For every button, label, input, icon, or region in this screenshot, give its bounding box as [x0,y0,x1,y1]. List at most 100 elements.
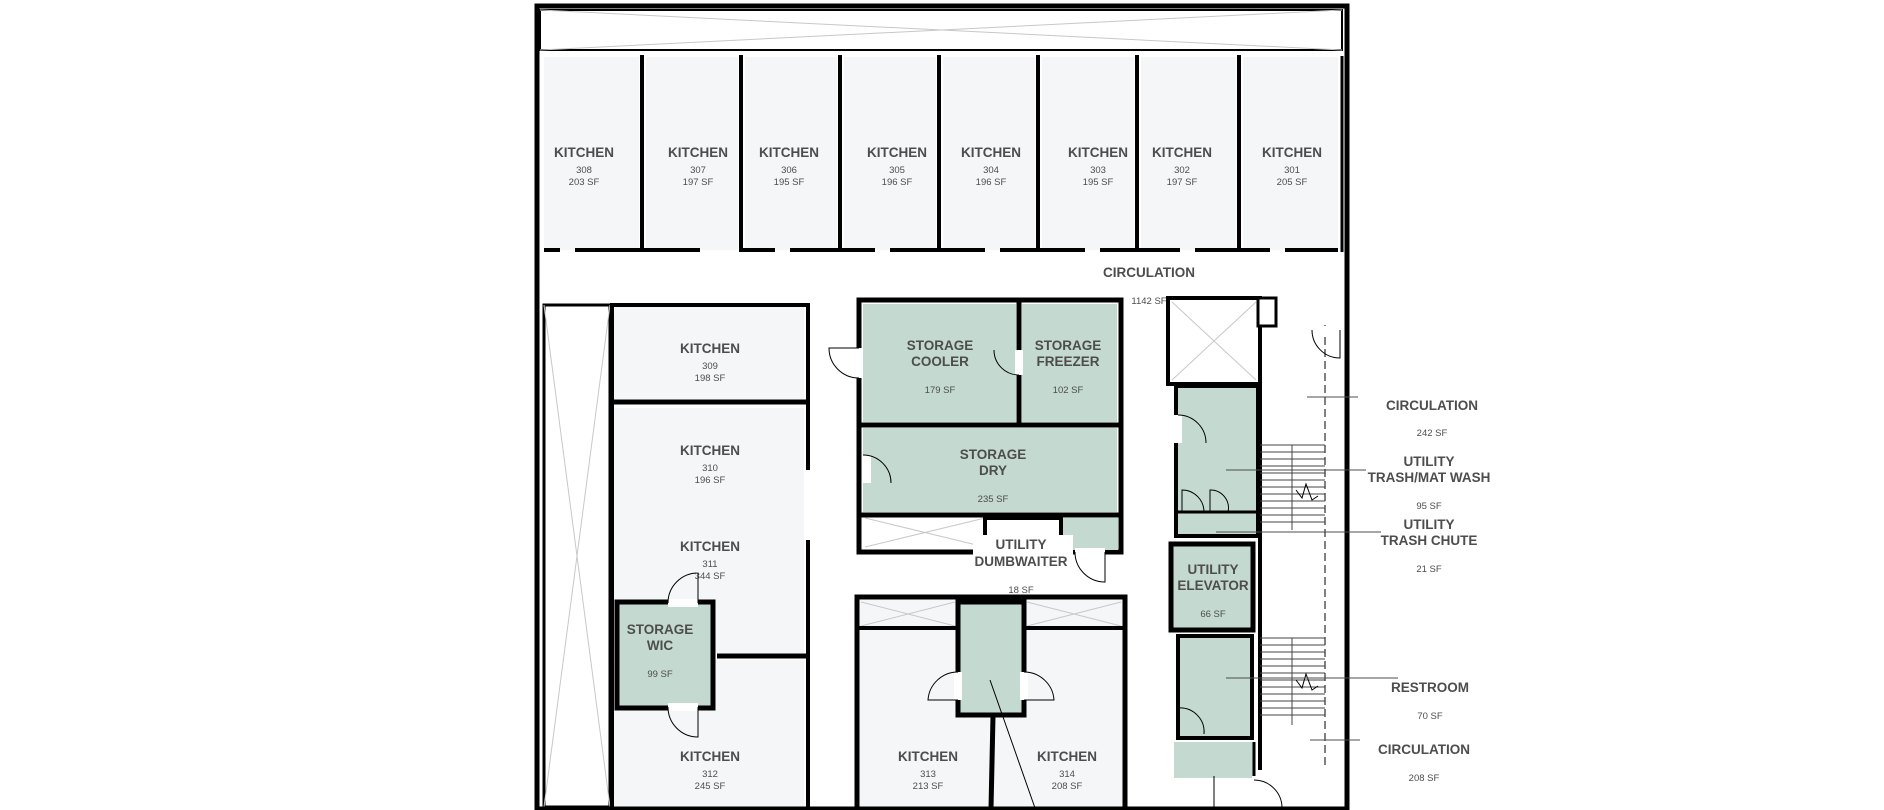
storage-wic-line1: STORAGE [627,622,694,637]
kitchen-308-room [544,57,639,250]
elevator-line2: ELEVATOR [1177,578,1249,593]
outer-walls [534,3,1350,810]
kitchen-area: 205 SF [1277,177,1308,188]
kitchen-number: 311 [702,559,717,570]
dumbwaiter-line2: DUMBWAITER [975,554,1068,569]
trash-mat-wash-line2: TRASH/MAT WASH [1368,470,1491,485]
kitchen-area: 196 SF [976,177,1007,188]
kitchen-name: KITCHEN [1068,145,1128,160]
kitchen-name: KITCHEN [680,749,740,764]
kitchen-name: KITCHEN [867,145,927,160]
kitchen-name: KITCHEN [961,145,1021,160]
kitchen-number: 314 [1059,769,1075,780]
kitchen-name: KITCHEN [898,749,958,764]
storage-wic-area: 99 SF [647,669,673,680]
left-void [542,303,612,809]
kitchen-301-room [1243,57,1338,250]
dumbwaiter-line1: UTILITY [996,537,1047,552]
kitchen-name: KITCHEN [554,145,614,160]
kitchen-name: KITCHEN [1037,749,1097,764]
kitchen-name: KITCHEN [1152,145,1212,160]
utility-elevator-label: UTILITY ELEVATOR 66 SF [1177,562,1249,620]
kitchen-area: 344 SF [695,571,726,582]
kitchen-name: KITCHEN [680,443,740,458]
restroom-area: 70 SF [1417,711,1443,722]
trash-chute-line2: TRASH CHUTE [1381,533,1478,548]
kitchen-area: 197 SF [683,177,714,188]
kitchen-area: 198 SF [695,373,726,384]
kitchen-area: 208 SF [1052,781,1083,792]
circulation-main-label: CIRCULATION 1142 SF [1103,265,1195,307]
kitchen-304-room [943,57,1035,250]
storage-wic-line2: WIC [647,638,673,653]
storage-dry-area: 235 SF [978,494,1009,505]
kitchen-302-room [1141,57,1236,250]
top-kitchen-row [544,55,1338,252]
elevator-area: 66 SF [1200,609,1226,620]
kitchen-name: KITCHEN [759,145,819,160]
storage-dry-line1: STORAGE [960,447,1027,462]
kitchen-number: 306 [781,165,797,176]
storage-freezer-line2: FREEZER [1036,354,1099,369]
kitchen-area: 245 SF [695,781,726,792]
kitchen-number: 313 [920,769,936,780]
kitchen-number: 308 [576,165,592,176]
side-label-circulation-upper: CIRCULATION 242 SF [1386,398,1478,439]
lower-core-room [1174,742,1254,778]
kitchen-number: 305 [889,165,905,176]
kitchen-number: 307 [690,165,706,176]
kitchen-303-room [1042,57,1134,250]
leader-lines [1216,396,1398,741]
storage-dry-room [863,428,1117,512]
kitchen-305-room [844,57,936,250]
circulation-upper-area: 242 SF [1417,428,1448,439]
center-corridor [955,599,1027,718]
circulation-upper-name: CIRCULATION [1386,398,1478,413]
storage-cooler-label: STORAGE COOLER 179 SF [907,338,974,396]
stair-zone [1252,296,1341,809]
storage-freezer-line1: STORAGE [1035,338,1102,353]
trash-chute-area: 21 SF [1416,564,1442,575]
storage-wic-label: STORAGE WIC 99 SF [627,622,694,680]
storage-cooler-area: 179 SF [925,385,956,396]
kitchen-number: 301 [1284,165,1300,176]
restroom-room [1176,634,1254,740]
dumbwaiter-area: 18 SF [1008,585,1034,596]
trash-mat-wash-line1: UTILITY [1404,454,1455,469]
kitchen-309-room [614,307,804,399]
right-core [1166,296,1262,809]
circulation-lower-name: CIRCULATION [1378,742,1470,757]
kitchen-name: KITCHEN [1262,145,1322,160]
storage-freezer-area: 102 SF [1053,385,1084,396]
trash-chute-line1: UTILITY [1404,517,1455,532]
kitchen-number: 304 [983,165,999,176]
kitchen-number: 309 [702,361,718,372]
storage-cooler-line1: STORAGE [907,338,974,353]
elevator-line1: UTILITY [1188,562,1239,577]
side-label-trash-mat-wash: UTILITY TRASH/MAT WASH 95 SF [1368,454,1491,512]
kitchen-307-room [646,57,738,250]
kitchen-number: 302 [1174,165,1190,176]
kitchen-area: 196 SF [695,475,726,486]
kitchen-area: 213 SF [913,781,944,792]
kitchen-number: 312 [702,769,718,780]
storage-cooler-line2: COOLER [911,354,969,369]
kitchen-name: KITCHEN [680,341,740,356]
kitchen-306-room [745,57,837,250]
circulation-lower-area: 208 SF [1409,773,1440,784]
kitchen-area: 196 SF [882,177,913,188]
kitchen-area: 197 SF [1167,177,1198,188]
